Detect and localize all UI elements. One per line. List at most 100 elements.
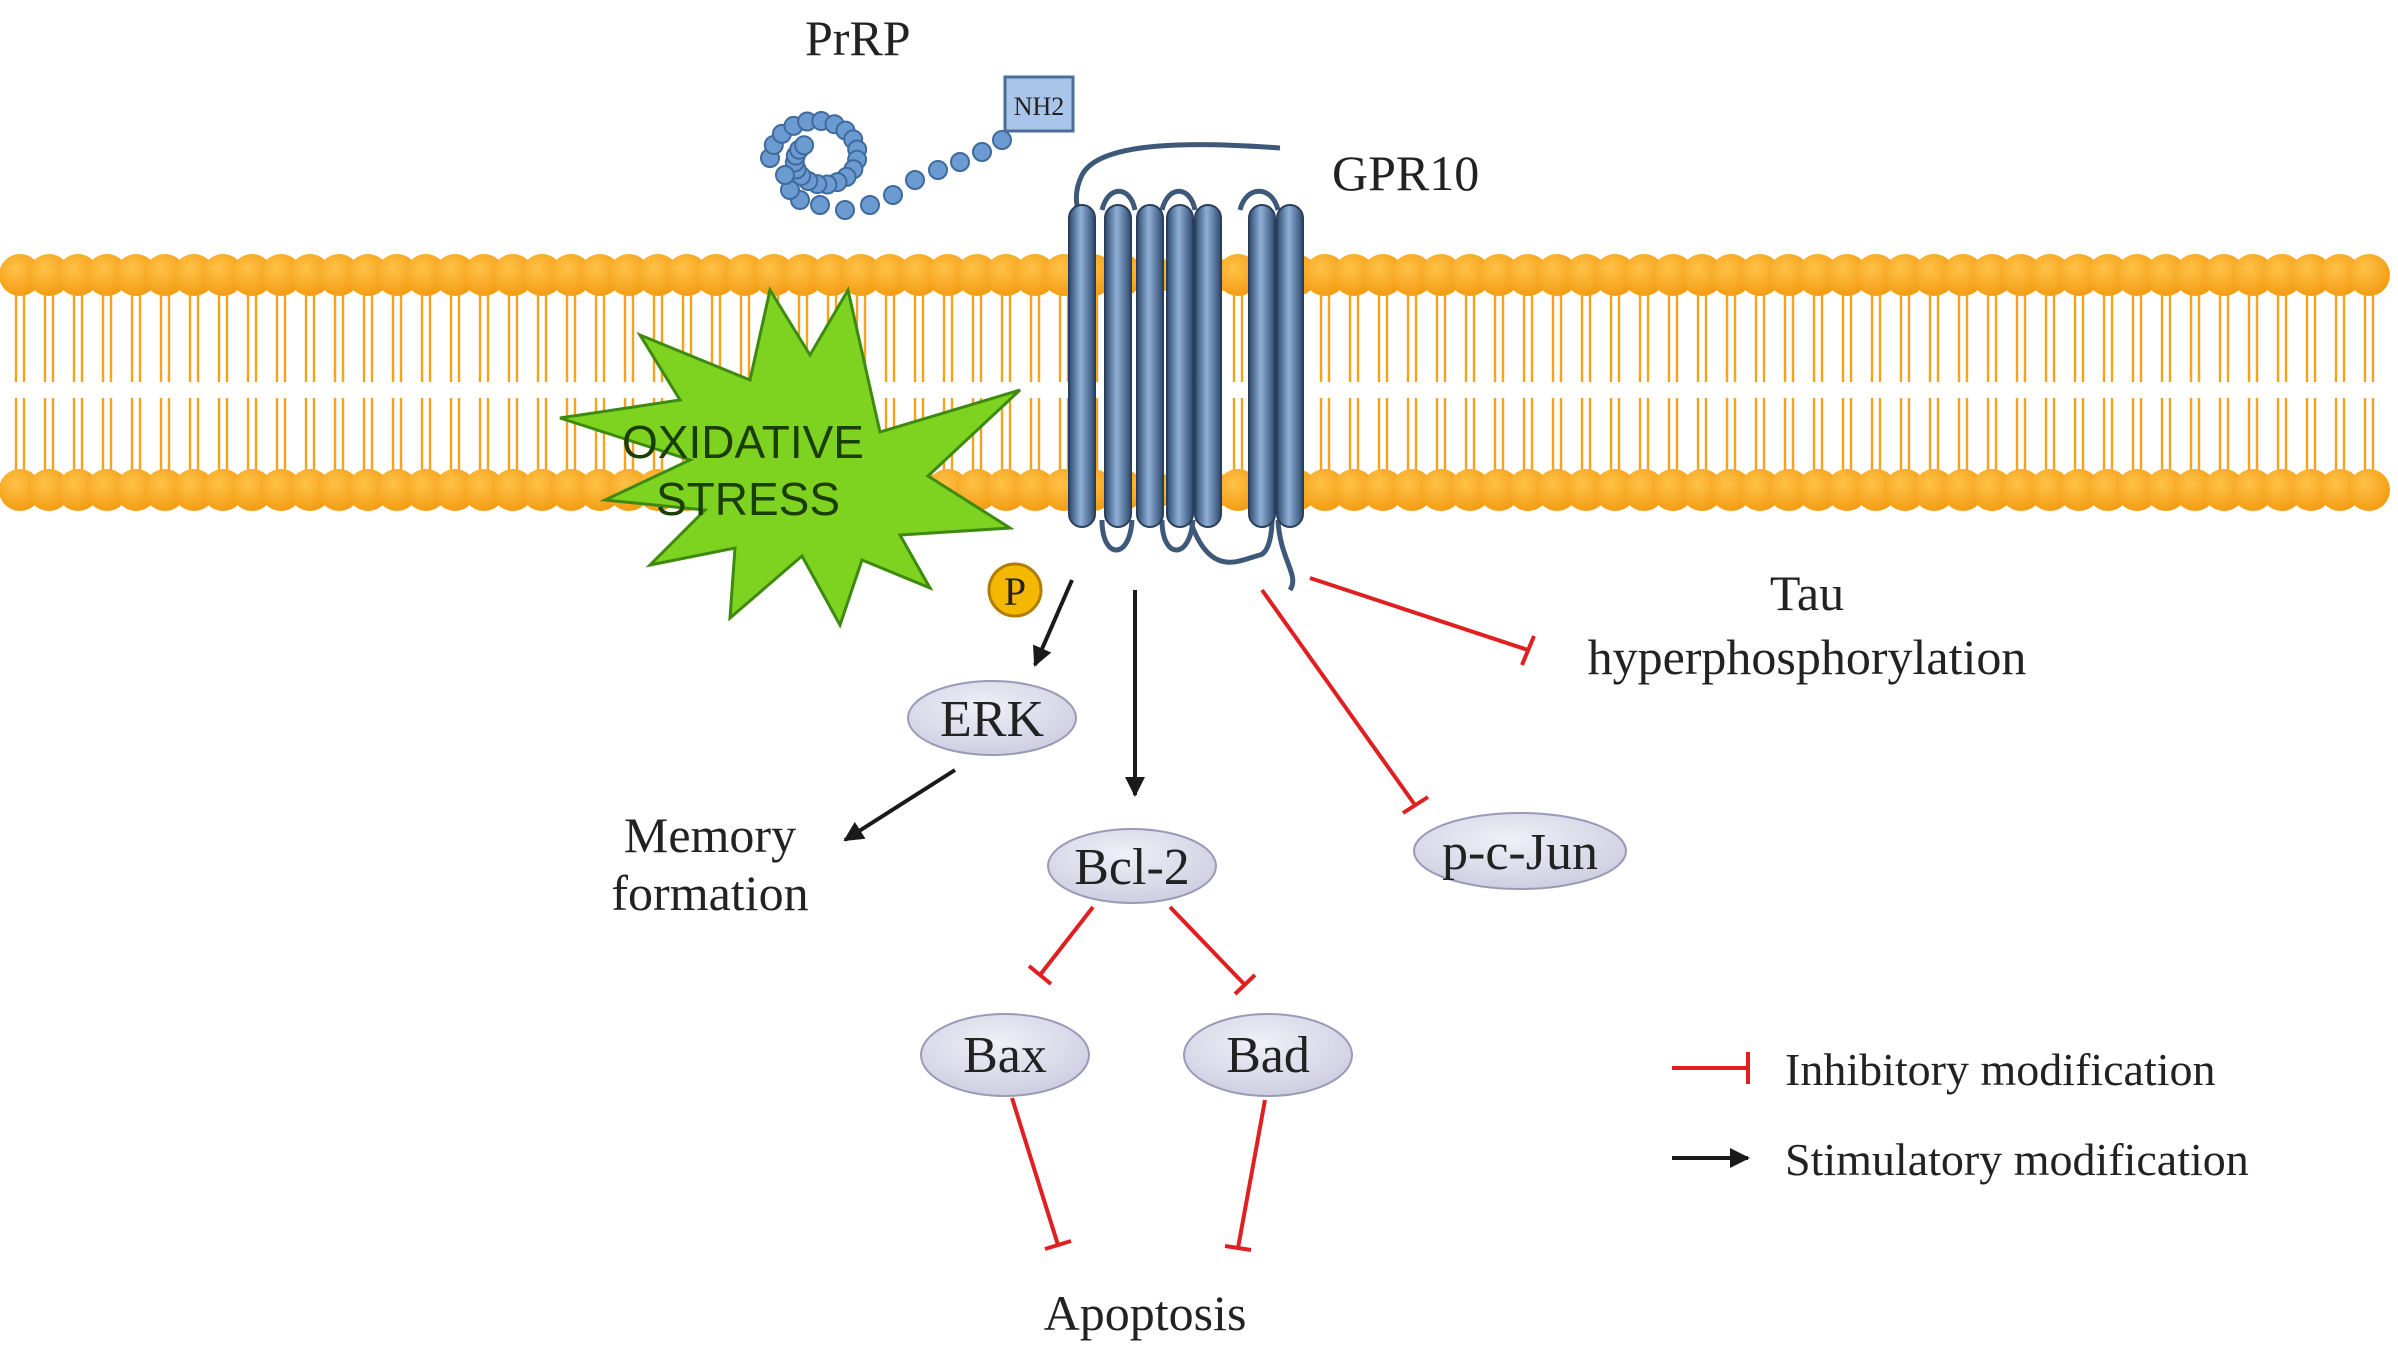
lipid-head bbox=[318, 469, 360, 511]
lipid-head bbox=[2058, 254, 2100, 296]
transmembrane-helix bbox=[1104, 204, 1132, 528]
lipid-head bbox=[550, 469, 592, 511]
lipid-head bbox=[2290, 254, 2332, 296]
lipid-head bbox=[869, 254, 911, 296]
lipid-head bbox=[1304, 469, 1346, 511]
node-erk: ERK bbox=[907, 680, 1077, 756]
lipid-head bbox=[1536, 254, 1578, 296]
lipid-head bbox=[57, 254, 99, 296]
lipid-head bbox=[202, 254, 244, 296]
inhibit-bad-to-apoptosis bbox=[1224, 1099, 1267, 1252]
lipid-head bbox=[86, 469, 128, 511]
legend-stimulatory-label: Stimulatory modification bbox=[1785, 1134, 2249, 1185]
node-bcl2-label: Bcl-2 bbox=[1074, 839, 1190, 896]
lipid-head bbox=[28, 254, 70, 296]
lipid-head bbox=[260, 254, 302, 296]
lipid-head bbox=[1768, 469, 1810, 511]
amino-acid-bead bbox=[883, 185, 903, 205]
lipid-head bbox=[0, 469, 41, 511]
nh2-terminus-box bbox=[1003, 75, 1075, 133]
lipid-head bbox=[144, 254, 186, 296]
amino-acid-bead bbox=[992, 130, 1012, 150]
lipid-head bbox=[1362, 469, 1404, 511]
lipid-head bbox=[115, 254, 157, 296]
lipid-head bbox=[1420, 254, 1462, 296]
lipid-head bbox=[1797, 469, 1839, 511]
legend-inhibitory-symbol bbox=[1672, 1052, 1750, 1084]
lipid-head bbox=[434, 469, 476, 511]
prrp-ligand: NH2 PrRP bbox=[760, 10, 1075, 220]
lipid-head bbox=[2203, 254, 2245, 296]
lipid-head bbox=[1623, 254, 1665, 296]
lipid-head bbox=[1594, 254, 1636, 296]
lipid-head bbox=[1710, 254, 1752, 296]
lipid-head bbox=[463, 254, 505, 296]
node-bax-shape bbox=[920, 1013, 1090, 1097]
lipid-head bbox=[173, 469, 215, 511]
node-bax-label: Bax bbox=[963, 1027, 1047, 1084]
amino-acid-bead bbox=[972, 142, 992, 162]
arrow-receptor-to-erk bbox=[1033, 579, 1074, 667]
lipid-head bbox=[1739, 469, 1781, 511]
legend-inhibitory-label: Inhibitory modification bbox=[1785, 1044, 2216, 1095]
amino-acid-bead bbox=[794, 135, 815, 156]
lipid-head bbox=[666, 254, 708, 296]
lipid-head bbox=[1826, 254, 1868, 296]
receptor-loops bbox=[1099, 188, 1296, 592]
lipid-head bbox=[115, 469, 157, 511]
lipid-head bbox=[1391, 469, 1433, 511]
node-bad: Bad bbox=[1183, 1013, 1353, 1097]
lipid-head bbox=[1536, 469, 1578, 511]
tau-label-line2: hyperphosphorylation bbox=[1588, 629, 2027, 685]
lipid-head bbox=[1449, 469, 1491, 511]
lipid-head bbox=[492, 469, 534, 511]
lipid-head bbox=[2145, 254, 2187, 296]
node-bad-shape bbox=[1183, 1013, 1353, 1097]
lipid-head bbox=[521, 469, 563, 511]
lipid-head bbox=[2319, 469, 2361, 511]
lipid-head bbox=[2000, 254, 2042, 296]
lipid-head bbox=[927, 254, 969, 296]
lipid-head bbox=[579, 254, 621, 296]
transmembrane-helix bbox=[1166, 204, 1194, 528]
lipid-head bbox=[782, 254, 824, 296]
lipid-head bbox=[2232, 469, 2274, 511]
lipid-head bbox=[289, 254, 331, 296]
lipid-head bbox=[1913, 254, 1955, 296]
transmembrane-helix bbox=[1248, 204, 1276, 528]
node-bcl2: Bcl-2 bbox=[1047, 828, 1217, 904]
amino-acid-bead bbox=[775, 165, 795, 185]
lipid-head bbox=[695, 254, 737, 296]
lipid-head bbox=[2116, 254, 2158, 296]
lipid-head bbox=[347, 254, 389, 296]
tau-label-line1: Tau bbox=[1770, 565, 1844, 621]
lipid-head bbox=[2232, 254, 2274, 296]
lipid-head bbox=[1333, 469, 1375, 511]
lipid-head bbox=[1507, 469, 1549, 511]
lipid-head bbox=[318, 254, 360, 296]
inhibitory-lines bbox=[1010, 576, 1536, 1252]
lipid-head bbox=[2029, 469, 2071, 511]
lipid-head bbox=[1014, 469, 1056, 511]
memory-label-line1: Memory bbox=[624, 807, 796, 863]
lipid-head bbox=[1594, 469, 1636, 511]
lipid-head bbox=[202, 469, 244, 511]
lipid-head bbox=[1710, 469, 1752, 511]
amino-acid-bead bbox=[835, 200, 855, 220]
lipid-head bbox=[550, 254, 592, 296]
apoptosis-label: Apoptosis bbox=[1044, 1285, 1247, 1341]
node-erk-label: ERK bbox=[940, 691, 1044, 748]
lipid-head bbox=[1942, 469, 1984, 511]
lipid-head bbox=[1478, 254, 1520, 296]
transmembrane-helix bbox=[1194, 204, 1222, 528]
phosphate-label: P bbox=[1004, 569, 1026, 614]
amino-acid-bead bbox=[810, 195, 830, 215]
lipid-head bbox=[2290, 469, 2332, 511]
nh2-terminus-label: NH2 bbox=[1014, 92, 1065, 121]
lipid-head bbox=[1971, 469, 2013, 511]
lipid-head bbox=[2000, 469, 2042, 511]
node-bax: Bax bbox=[920, 1013, 1090, 1097]
inhibit-bcl2-to-bad bbox=[1168, 905, 1257, 996]
lipid-head bbox=[1391, 254, 1433, 296]
